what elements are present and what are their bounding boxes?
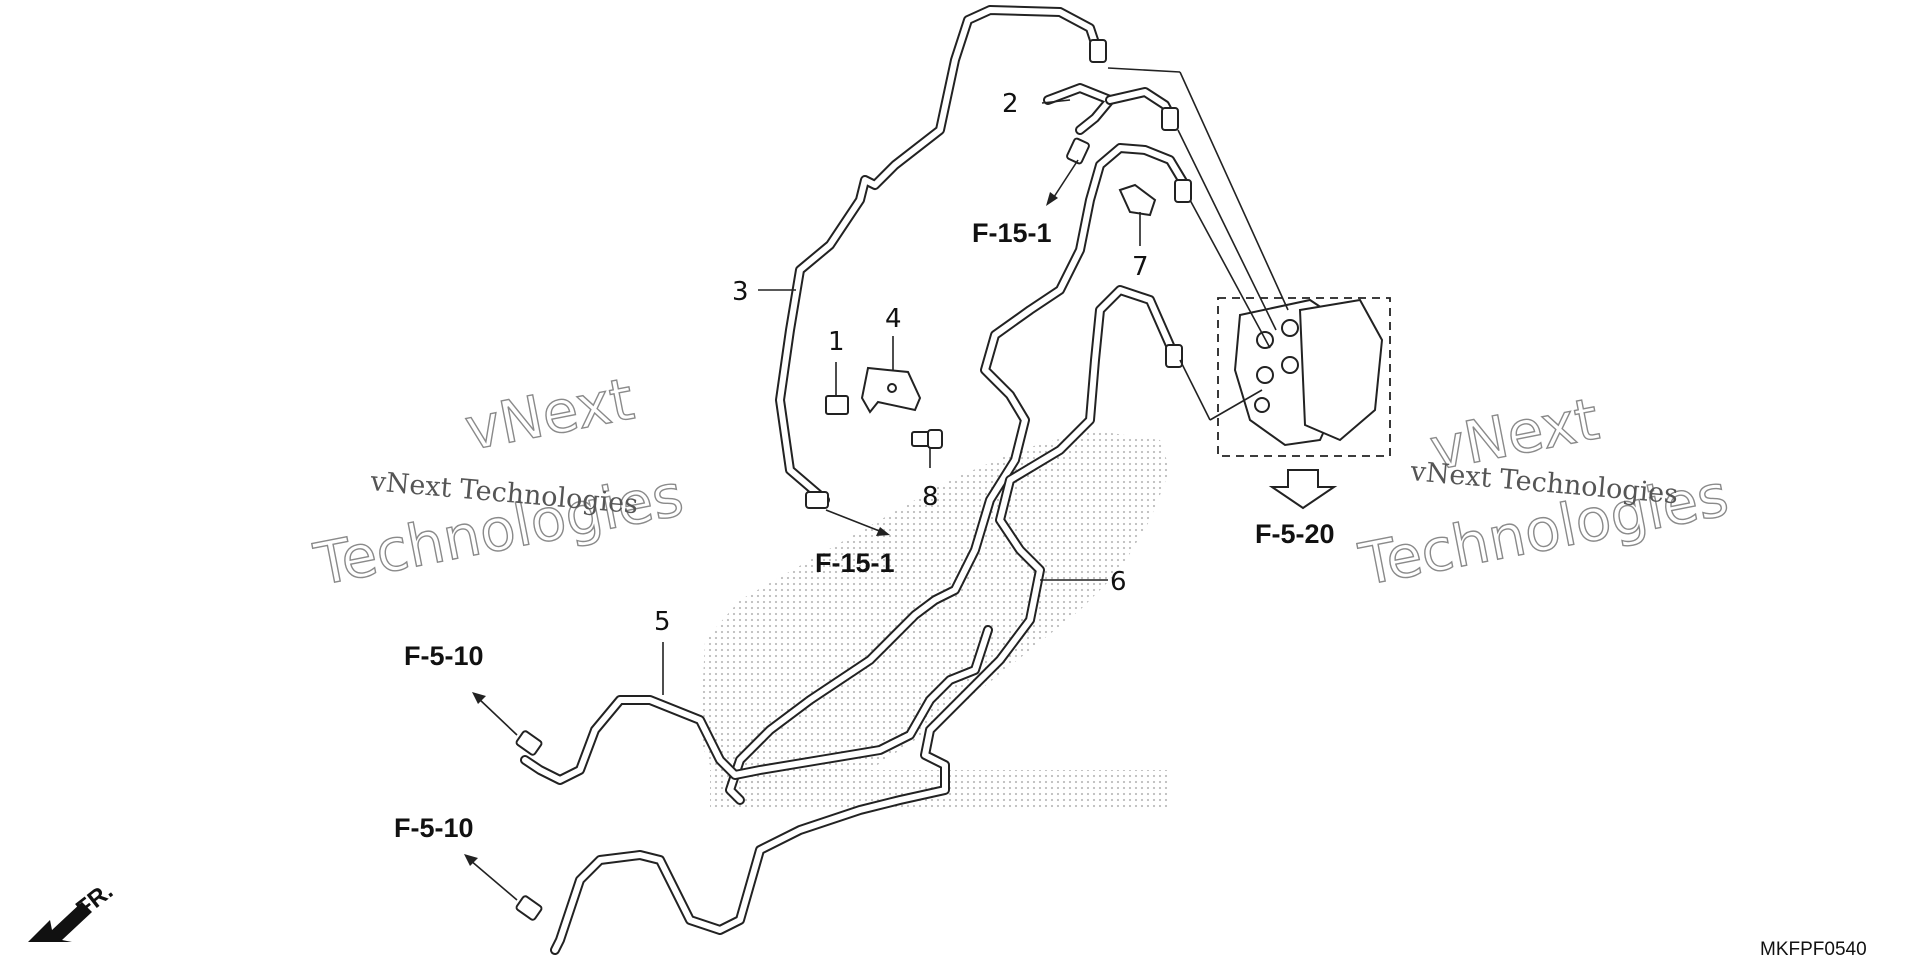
leader-lines xyxy=(662,67,1289,695)
brake-pipe-upper xyxy=(1043,83,1177,135)
reference-arrows xyxy=(464,159,1079,901)
brake-pipe-3 xyxy=(775,5,1103,505)
clamp-part-7 xyxy=(1118,183,1157,217)
down-arrow-icon xyxy=(1268,469,1338,510)
fitting-nuts xyxy=(515,39,1192,921)
callout-5: 5 xyxy=(654,607,671,637)
callout-1: 1 xyxy=(828,327,845,357)
callout-3: 3 xyxy=(732,277,749,307)
sensor-part-1 xyxy=(825,395,849,415)
brake-pipe-6 xyxy=(725,143,1190,805)
brake-pipe-5 xyxy=(550,285,1177,955)
watermark-right: vNext Technologies vNext Technologies xyxy=(1353,384,1734,600)
callout-6: 6 xyxy=(1110,567,1127,597)
reference-codes[interactable]: F-15-1 F-15-1 F-5-10 F-5-10 F-5-20 xyxy=(394,218,1335,843)
callout-4: 4 xyxy=(885,304,902,334)
ref-f-5-20[interactable]: F-5-20 xyxy=(1255,519,1335,549)
callout-7: 7 xyxy=(1132,252,1149,282)
ref-f-5-10-lower[interactable]: F-5-10 xyxy=(394,813,474,843)
ref-f-15-1-lower[interactable]: F-15-1 xyxy=(815,548,895,578)
callout-numbers: 1 2 3 4 5 6 7 8 xyxy=(654,89,1149,637)
callout-2: 2 xyxy=(1002,89,1019,119)
drawing-code: MKFPF0540 xyxy=(1760,939,1867,960)
abs-modulator[interactable] xyxy=(1217,297,1391,457)
bolt-part-8 xyxy=(911,429,943,449)
bracket-part-4 xyxy=(860,366,922,414)
brake-pipe-front xyxy=(520,625,993,785)
watermark-left: vNext Technologies vNext Technologies xyxy=(308,364,689,600)
front-direction-indicator: FR. xyxy=(28,878,118,942)
svg-text:vNext: vNext xyxy=(460,365,639,464)
callout-8: 8 xyxy=(922,482,939,512)
front-arrow-icon xyxy=(28,902,92,942)
ref-f-15-1-upper[interactable]: F-15-1 xyxy=(972,218,1052,248)
ref-f-5-10-upper[interactable]: F-5-10 xyxy=(404,641,484,671)
